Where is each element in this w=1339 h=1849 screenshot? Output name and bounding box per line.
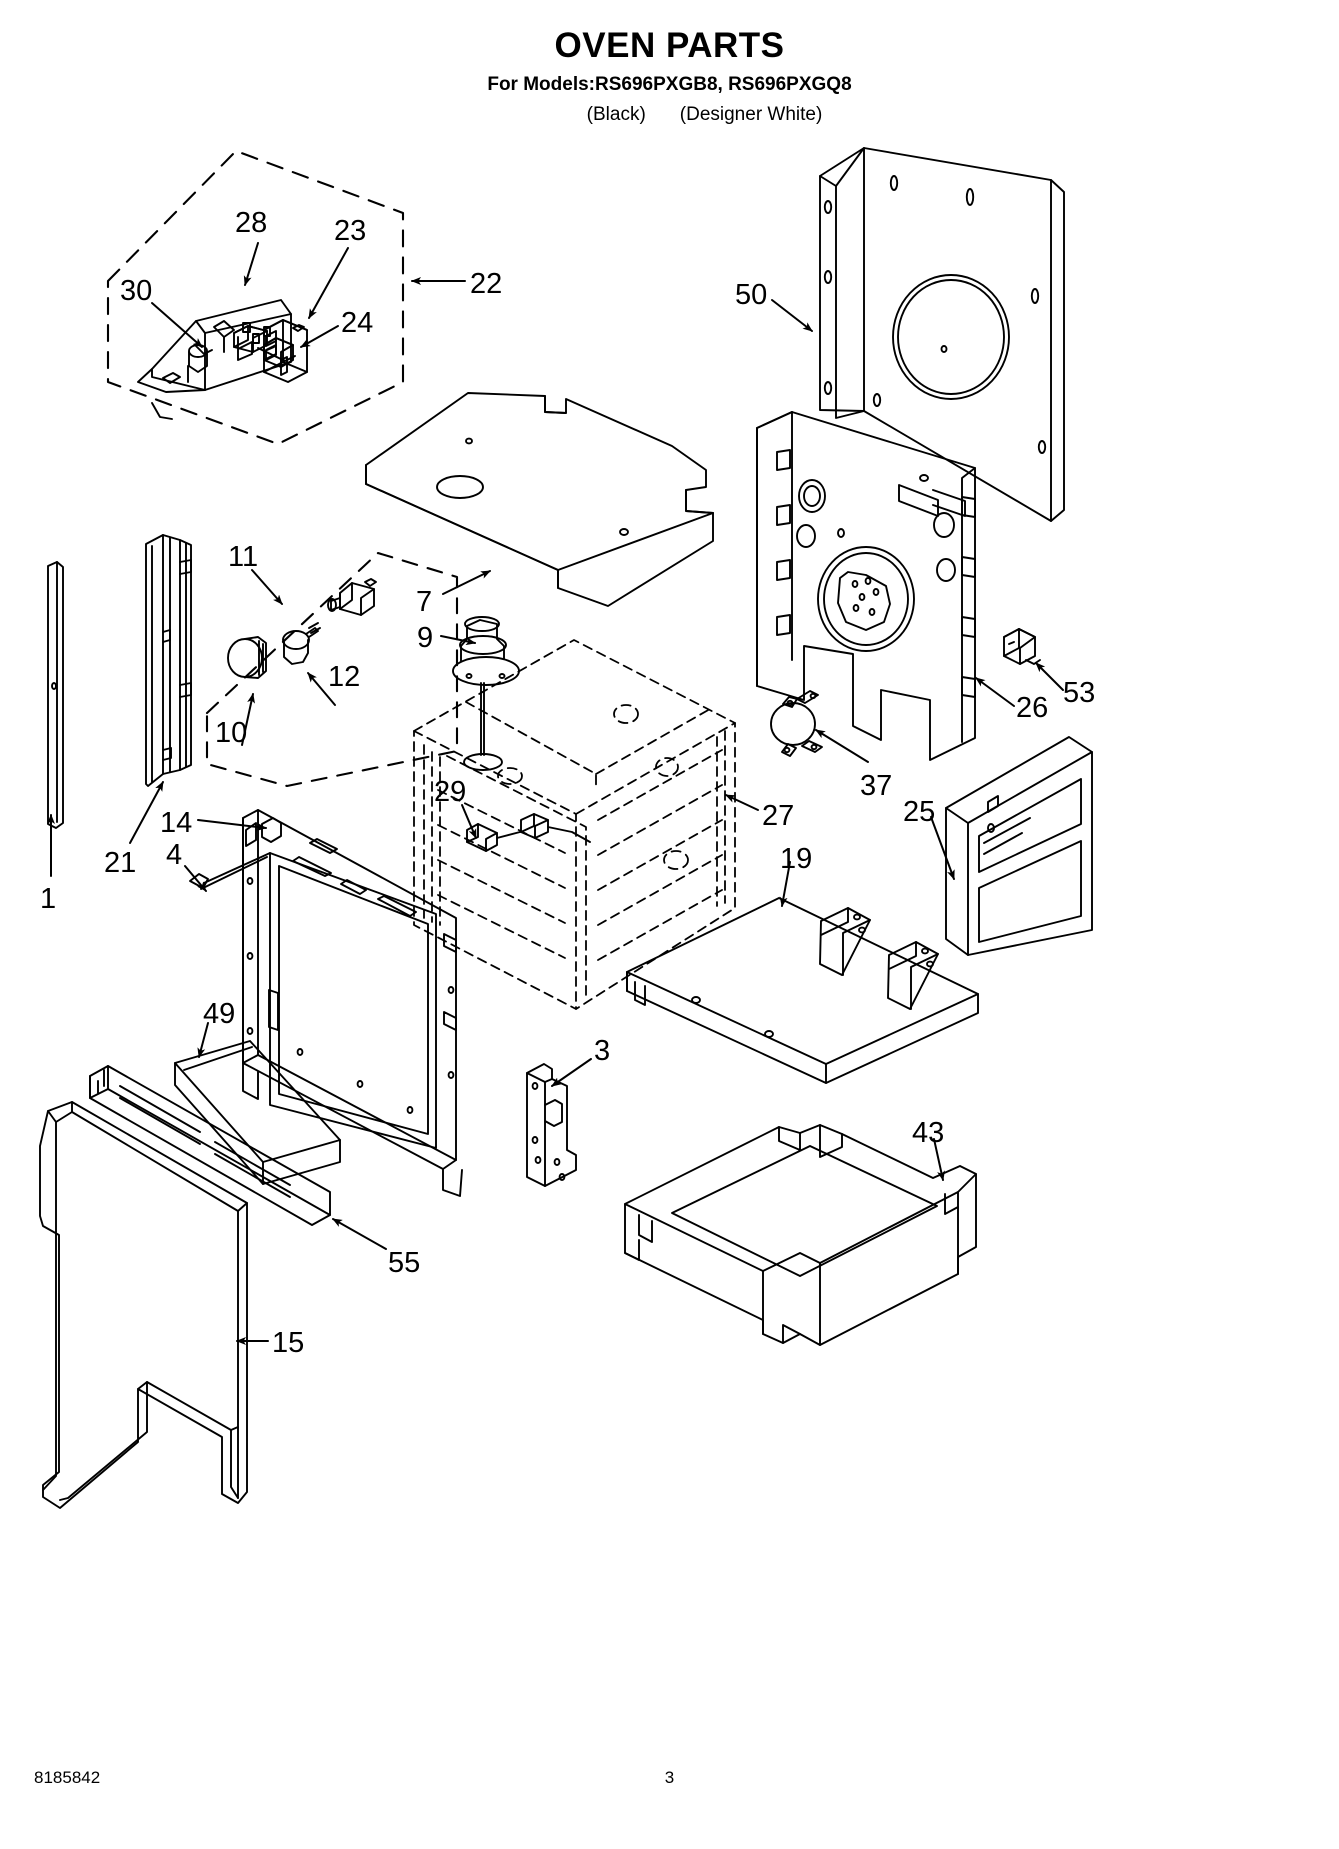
callout-number-4: 4 <box>166 839 183 871</box>
callout-number-29: 29 <box>434 776 467 808</box>
bottom-base-pan-part <box>624 1124 977 1346</box>
callout-number-14: 14 <box>160 807 193 839</box>
control-bracket-part <box>137 299 292 420</box>
page-header: OVEN PARTS For Models:RS696PXGB8, RS696P… <box>0 0 1339 125</box>
door-gasket-seal-part <box>39 1101 248 1509</box>
callout-number-12: 12 <box>328 661 361 693</box>
thermal-cutout-switch-part <box>770 690 823 757</box>
color-black-label: (Black) <box>586 103 646 125</box>
callout-leaders <box>47 242 1064 1345</box>
callout-number-7: 7 <box>416 586 433 618</box>
rear-access-panel-part <box>945 736 1093 956</box>
callout-number-28: 28 <box>235 207 268 239</box>
light-socket-part <box>327 578 377 616</box>
callout-number-43: 43 <box>912 1117 945 1149</box>
light-assembly-dashed-boundary <box>205 551 459 788</box>
terminal-clip-part <box>1003 628 1041 665</box>
callout-number-1: 1 <box>40 883 57 915</box>
oven-vent-assembly-part <box>452 616 520 771</box>
footer-part-number: 8185842 <box>34 1768 101 1787</box>
callout-number-49: 49 <box>203 998 236 1030</box>
callout-number-27: 27 <box>762 800 795 832</box>
model-list: For Models:RS696PXGB8, RS696PXGQ8 <box>487 73 852 95</box>
color-white-label: (Designer White) <box>679 103 823 125</box>
oven-light-bulb-part <box>282 622 321 665</box>
callout-number-19: 19 <box>780 843 813 875</box>
callout-number-26: 26 <box>1016 692 1049 724</box>
callout-number-9: 9 <box>417 622 434 654</box>
callout-number-11: 11 <box>228 541 259 573</box>
callout-number-25: 25 <box>903 796 936 828</box>
callout-number-37: 37 <box>860 770 893 802</box>
footer-page-number: 3 <box>664 1768 675 1787</box>
front-frame-part <box>242 809 463 1197</box>
oven-cavity-liner-part <box>413 639 736 1010</box>
side-trim-strip-part <box>47 561 64 829</box>
lower-trim-rail-part <box>89 1065 331 1226</box>
callout-number-24: 24 <box>341 307 374 339</box>
callout-number-53: 53 <box>1063 677 1096 709</box>
support-bracket-part <box>526 1063 577 1187</box>
connector-block-part <box>263 337 294 368</box>
callout-number-55: 55 <box>388 1247 421 1279</box>
rear-outer-panel-part <box>819 147 1065 522</box>
callout-number-15: 15 <box>272 1327 305 1359</box>
callout-number-10: 10 <box>215 717 248 749</box>
callout-number-3: 3 <box>594 1035 611 1067</box>
cavity-wire-harness-part <box>466 813 591 852</box>
side-rail-part <box>145 534 192 787</box>
page-title: OVEN PARTS <box>554 26 785 65</box>
callout-number-30: 30 <box>120 275 153 307</box>
callout-number-50: 50 <box>735 279 768 311</box>
control-assembly-dashed-boundary <box>106 149 405 446</box>
bottom-shelf-panel-part <box>626 897 979 1084</box>
lower-trim-piece-part <box>174 1040 341 1185</box>
top-panel-part <box>365 392 714 607</box>
rear-support-frame-part <box>756 411 976 761</box>
page-footer: 8185842 3 <box>0 1768 1339 1808</box>
callout-number-22: 22 <box>470 268 503 300</box>
callout-number-21: 21 <box>104 847 137 879</box>
lamp-lens-cap-part <box>227 636 267 679</box>
color-variants: (Black) (Designer White) <box>0 104 1339 126</box>
callout-number-23: 23 <box>334 215 367 247</box>
